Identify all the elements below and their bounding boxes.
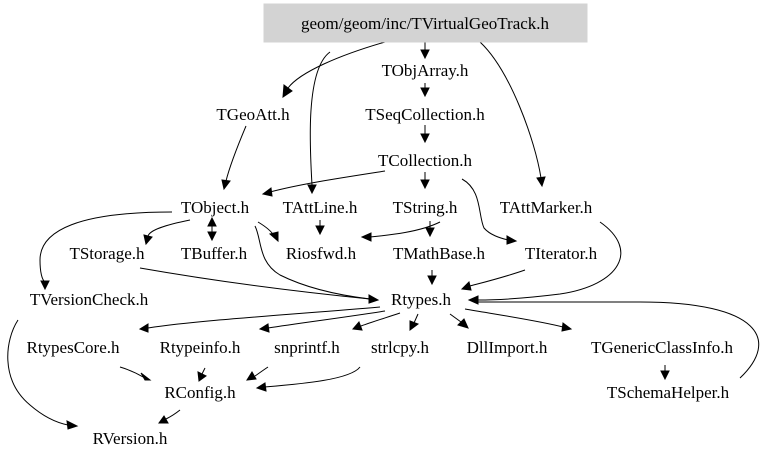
edge-rtypeinfo-rconfig: [201, 367, 206, 375]
arrowhead: [258, 323, 270, 333]
node-tattmarker[interactable]: TAttMarker.h: [500, 198, 593, 217]
edge-root-tgeoatt: [287, 41, 386, 89]
arrowhead: [457, 318, 469, 329]
arrowhead: [360, 232, 372, 242]
arrowhead: [140, 372, 152, 381]
arrowhead: [536, 176, 546, 188]
arrowhead: [467, 295, 479, 305]
arrowhead: [246, 371, 257, 381]
arrowhead: [409, 320, 420, 331]
edge-tschemahelper-rtypes: [478, 301, 760, 379]
arrowhead: [255, 382, 267, 392]
graph-edges: [7, 41, 760, 430]
node-tattline[interactable]: TAttLine.h: [283, 198, 358, 217]
node-tschemahelper[interactable]: TSchemaHelper.h: [607, 383, 730, 402]
node-dllimport[interactable]: DllImport.h: [467, 338, 548, 357]
edge-rtypes-rtypescore: [147, 306, 381, 329]
edge-root-tattline: [309, 51, 331, 186]
node-tseqcollection[interactable]: TSeqCollection.h: [365, 105, 485, 124]
arrowhead: [158, 415, 169, 424]
arrowhead: [207, 216, 217, 227]
arrowhead: [460, 281, 472, 291]
edge-rtypes-strlcpy: [413, 313, 419, 324]
node-titerator[interactable]: TIterator.h: [525, 244, 598, 263]
node-rversion[interactable]: RVersion.h: [93, 429, 168, 448]
arrowhead: [207, 231, 217, 242]
node-tgenericclassinfo[interactable]: TGenericClassInfo.h: [591, 338, 734, 357]
node-rtypes[interactable]: Rtypes.h: [391, 290, 451, 309]
graph-nodes: geom/geom/inc/TVirtualGeoTrack.h TObjArr…: [26, 3, 734, 448]
node-tversioncheck[interactable]: TVersionCheck.h: [30, 290, 149, 309]
edge-tattmarker-rtypes: [477, 221, 622, 301]
arrowhead: [420, 49, 430, 60]
edge-rtypes-snprintf: [360, 312, 401, 327]
edge-tgeoatt-tobject: [225, 125, 247, 182]
edge-tcollection-tobject: [269, 170, 386, 193]
arrowhead: [282, 84, 293, 98]
edge-tstring-riosfwd: [369, 221, 441, 238]
arrowhead: [506, 235, 518, 245]
node-tobjarray[interactable]: TObjArray.h: [382, 61, 469, 80]
node-tobject[interactable]: TObject.h: [181, 198, 250, 217]
edge-tversioncheck-rversion: [7, 319, 69, 426]
arrowhead: [307, 184, 317, 195]
arrowhead: [420, 179, 430, 190]
arrowhead: [352, 321, 363, 331]
arrowhead: [261, 187, 273, 197]
arrowhead: [660, 370, 670, 381]
node-rtypescore[interactable]: RtypesCore.h: [26, 338, 120, 357]
arrowhead: [427, 275, 437, 286]
arrowhead: [315, 225, 325, 236]
root-node-highlight: [263, 3, 588, 43]
edge-root-tattmarker: [479, 41, 542, 179]
edge-tobject-tversioncheck: [39, 211, 173, 283]
node-rconfig[interactable]: RConfig.h: [164, 383, 236, 402]
edge-rtypes-rtypeinfo: [267, 310, 386, 329]
arrowhead: [420, 133, 430, 144]
node-tstring[interactable]: TString.h: [393, 198, 458, 217]
edge-tobject-tstorage: [147, 219, 191, 237]
edge-titerator-rtypes: [469, 269, 526, 287]
edge-tcollection-titerator: [461, 178, 509, 241]
edge-rtypes-dllimport: [449, 313, 462, 323]
edge-rtypescore-rconfig: [119, 366, 144, 378]
node-tstorage[interactable]: TStorage.h: [69, 244, 145, 263]
arrowhead: [66, 420, 79, 430]
node-tmathbase[interactable]: TMathBase.h: [393, 244, 486, 263]
edge-tobject-rtypes: [254, 225, 371, 300]
node-snprintf[interactable]: snprintf.h: [274, 338, 340, 357]
arrowhead: [368, 294, 380, 304]
arrowhead: [561, 322, 573, 332]
arrowhead: [221, 179, 231, 191]
node-tbuffer[interactable]: TBuffer.h: [181, 244, 248, 263]
node-tcollection[interactable]: TCollection.h: [378, 151, 472, 170]
node-tgeoatt[interactable]: TGeoAtt.h: [216, 105, 290, 124]
edge-snprintf-rconfig: [254, 366, 269, 377]
node-riosfwd[interactable]: Riosfwd.h: [286, 244, 357, 263]
arrowhead: [197, 371, 207, 382]
arrowhead: [40, 280, 50, 291]
edge-rtypes-tgenericclassinfo: [464, 308, 564, 328]
arrowhead: [425, 227, 435, 238]
node-strlcpy[interactable]: strlcpy.h: [371, 338, 429, 357]
edge-tstorage-rtypes: [139, 267, 371, 300]
arrowhead: [143, 234, 153, 246]
edge-strlcpy-rconfig: [264, 366, 361, 388]
arrowhead: [138, 323, 149, 333]
node-rtypeinfo[interactable]: Rtypeinfo.h: [160, 338, 241, 357]
node-root[interactable]: geom/geom/inc/TVirtualGeoTrack.h: [301, 14, 550, 33]
arrowhead: [268, 231, 279, 243]
edge-rconfig-rversion: [165, 409, 181, 420]
arrowhead: [420, 87, 430, 98]
